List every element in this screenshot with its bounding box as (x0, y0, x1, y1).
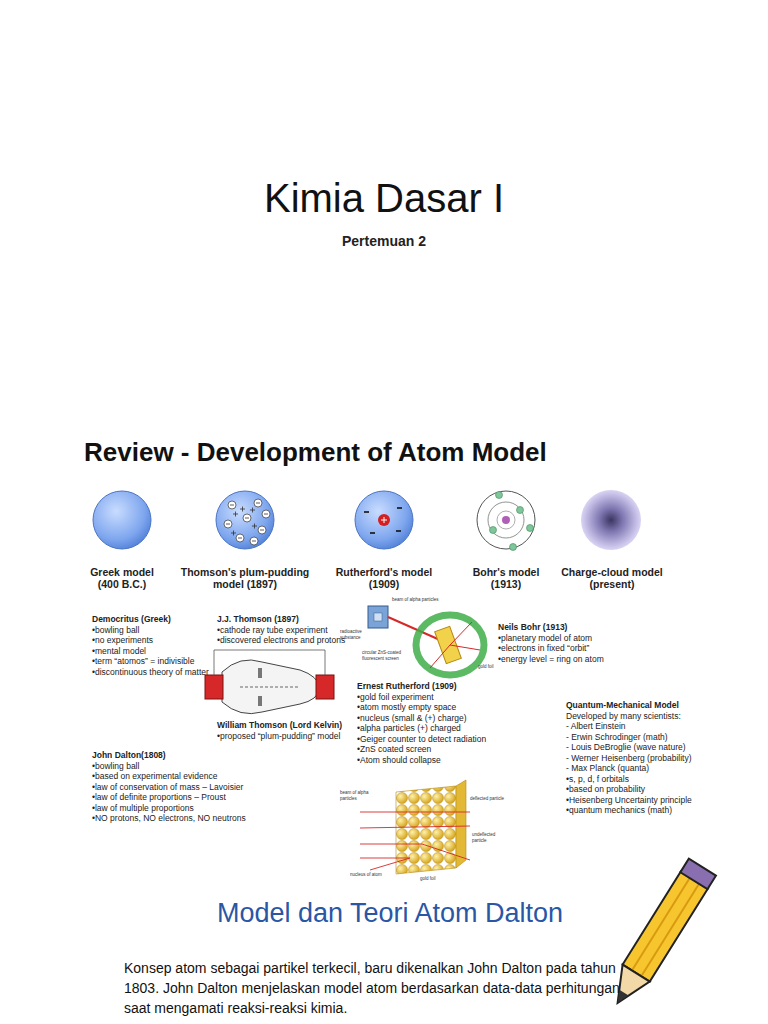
model-caption: Charge-cloud model (present) (556, 566, 668, 590)
bullet-list: Developed by many scientists: (566, 711, 746, 722)
figure-label: gold foil (478, 664, 508, 670)
figure-label: gold foil (420, 876, 450, 882)
bullet-list: •gold foil experiment (357, 692, 507, 703)
bullet-list: •bowling ball (92, 625, 210, 636)
bullet-list: •Heisenberg Uncertainty principle (566, 795, 746, 806)
figure-label: nucleus of atom (350, 872, 394, 878)
bullet-list: •discontinuous theory of matter (92, 667, 210, 678)
gold-foil-apparatus (368, 606, 484, 675)
bullet-list: •NO protons, NO electrons, NO neutrons (92, 813, 302, 824)
bullet-list: Neils Bohr (1913) (498, 622, 638, 633)
bullet-list: •ZnS coated screen (357, 744, 507, 755)
bullet-list: •based on probability (566, 784, 746, 795)
model-caption: Greek model (400 B.C.) (82, 566, 162, 590)
figure-label: deflected particle (470, 796, 506, 802)
slide-heading: Review - Development of Atom Model (84, 436, 704, 468)
bullet-list: - Erwin Schrodinger (math) (566, 732, 746, 743)
bullet-list: •based on experimental evidence (92, 771, 302, 782)
figure-label: beam of alpha particles (340, 790, 374, 801)
bullet-list: •no experiments (92, 635, 210, 646)
model-caption: Bohr's model (1913) (466, 566, 546, 590)
bullet-list: Ernest Rutherford (1909) (357, 681, 507, 692)
figure-label: circular ZnS-coated fluorescent screen (362, 650, 422, 661)
bullet-list: •s, p, d, f orbitals (566, 774, 746, 785)
bullet-list: •law of definite proportions – Proust (92, 792, 302, 803)
bullet-list: •law of conservation of mass – Lavoisier (92, 782, 302, 793)
bullet-list: •quantum mechanics (math) (566, 805, 746, 816)
bullet-list: - Albert Einstein (566, 721, 746, 732)
slide-title: Kimia Dasar I (134, 174, 634, 222)
model-caption: Thomson's plum-pudding model (1897) (178, 566, 312, 590)
gold-atom-lattice (360, 780, 470, 874)
bullet-list: William Thomson (Lord Kelvin) (217, 720, 367, 731)
bullet-list: •atom mostly empty space (357, 702, 507, 713)
bullet-list: •bowling ball (92, 761, 302, 772)
bullet-list: •law of multiple proportions (92, 803, 302, 814)
bullet-list: - Werner Heisenberg (probability) (566, 753, 746, 764)
bullet-list: J.J. Thomson (1897) (217, 614, 367, 625)
bullet-list: Democritus (Greek) (92, 614, 210, 625)
bullet-list: •planetary model of atom (498, 633, 638, 644)
paragraph: Konsep atom sebagai partikel terkecil, b… (124, 958, 644, 1018)
bullet-list: - Max Planck (quanta) (566, 763, 746, 774)
bullet-list: •term “atomos” = indivisible (92, 656, 210, 667)
section-heading: Model dan Teori Atom Dalton (110, 896, 670, 930)
bullet-list: John Dalton(1808) (92, 750, 302, 761)
bullet-list: •electrons in fixed “orbit” (498, 643, 638, 654)
cathode-ray-tube (205, 650, 334, 714)
bullet-list: •Geiger counter to detect radiation (357, 734, 507, 745)
figure-label: undeflected particle (472, 832, 510, 843)
bullet-list: •energy level = ring on atom (498, 654, 638, 665)
pencil-clipart (604, 859, 716, 1012)
figure-label: beam of alpha particles (392, 597, 452, 603)
bullet-list: Quantum-Mechanical Model (566, 700, 746, 711)
bullet-list: •proposed “plum-pudding” model (217, 731, 367, 742)
figure-label: radioactive substance (340, 629, 380, 640)
bullet-list: •nucleus (small & (+) charge) (357, 713, 507, 724)
bullet-list: •Atom should collapse (357, 755, 507, 766)
atom-models (93, 490, 641, 551)
model-caption: Rutherford's model (1909) (334, 566, 434, 590)
bullet-list: •mental model (92, 646, 210, 657)
bullet-list: •alpha particles (+) charged (357, 723, 507, 734)
bullet-list: - Louis DeBroglie (wave nature) (566, 742, 746, 753)
slide-subtitle: Pertemuan 2 (284, 232, 484, 250)
